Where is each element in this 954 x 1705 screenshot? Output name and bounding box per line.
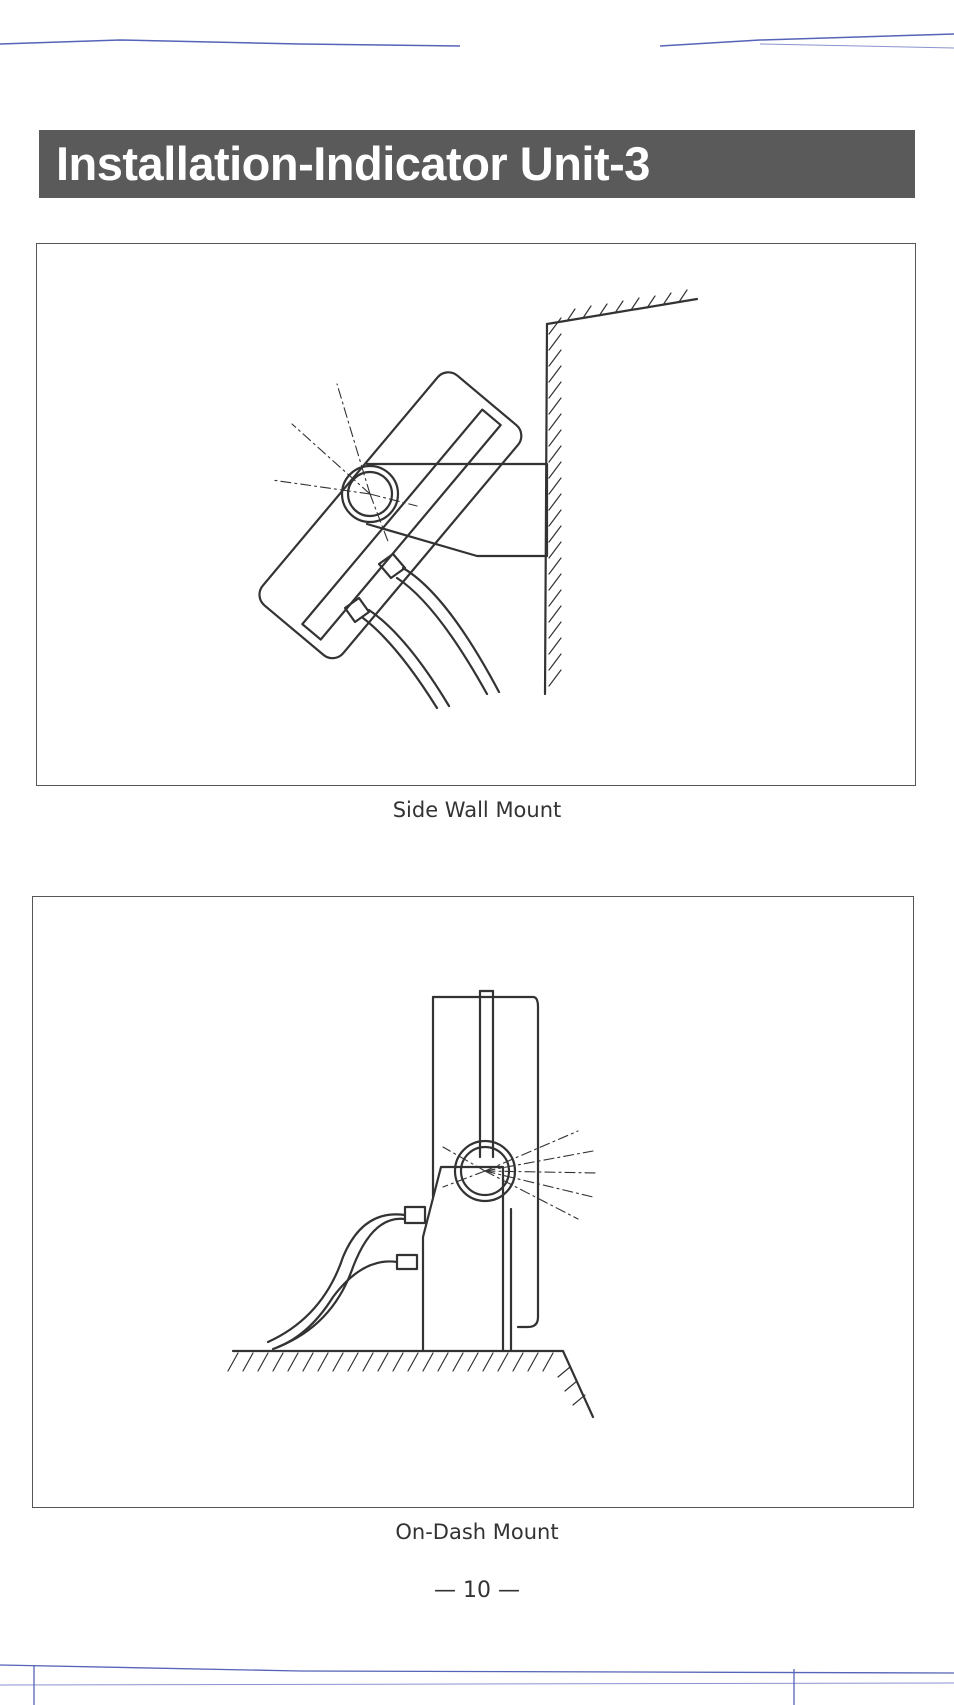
on-dash-mount-figure [32, 896, 914, 1508]
top-pen-lines [0, 33, 954, 49]
side-wall-mount-figure [36, 243, 916, 786]
bottom-pen-lines [0, 1664, 954, 1705]
figure-caption: On-Dash Mount [395, 1520, 559, 1544]
figure-caption: Side Wall Mount [392, 798, 562, 822]
page-title: Installation-Indicator Unit-3 [56, 137, 650, 190]
on-dash-mount-drawing [227, 989, 599, 1419]
side-wall-mount-drawing [258, 289, 699, 710]
title-bar: Installation-Indicator Unit-3 [39, 130, 915, 198]
page-number: — 10 — [434, 1578, 520, 1603]
